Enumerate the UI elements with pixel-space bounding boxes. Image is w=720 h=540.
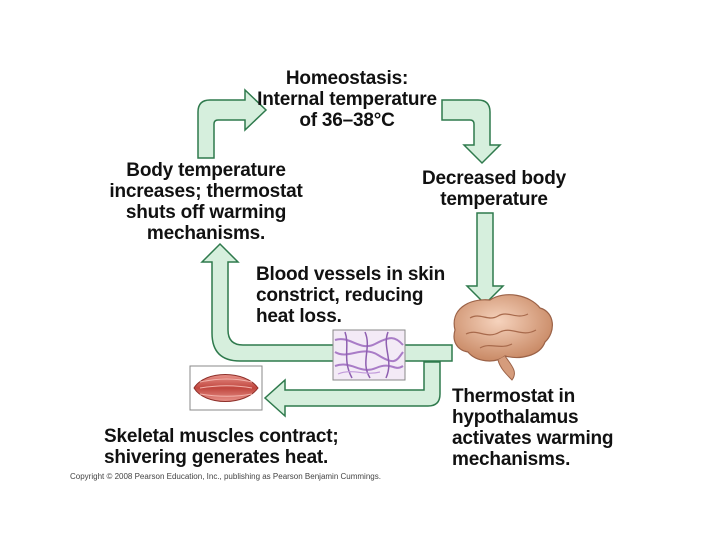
arrow-to-decreased — [441, 99, 502, 165]
thermostat-label: Thermostat in hypothalamus activates war… — [452, 386, 614, 470]
copyright-notice: Copyright © 2008 Pearson Education, Inc.… — [70, 472, 381, 481]
skeletal-muscles-label: Skeletal muscles contract; shivering gen… — [104, 426, 339, 468]
blood-vessels-label: Blood vessels in skin constrict, reducin… — [256, 264, 446, 327]
arrow-to-body-temperature — [200, 242, 453, 362]
arrow-to-thermostat — [465, 212, 505, 306]
brain-image — [453, 294, 553, 381]
decreased-temperature-label: Decreased body temperature — [422, 168, 566, 210]
blood-vessel-image — [332, 329, 406, 381]
muscle-image — [189, 365, 263, 411]
temperature-increases-label: Body temperature increases; thermostat s… — [109, 160, 303, 244]
homeostasis-label: Homeostasis: Internal temperature of 36–… — [257, 68, 437, 131]
arrow-to-homeostasis — [197, 88, 268, 159]
arrow-to-muscles — [263, 361, 441, 418]
